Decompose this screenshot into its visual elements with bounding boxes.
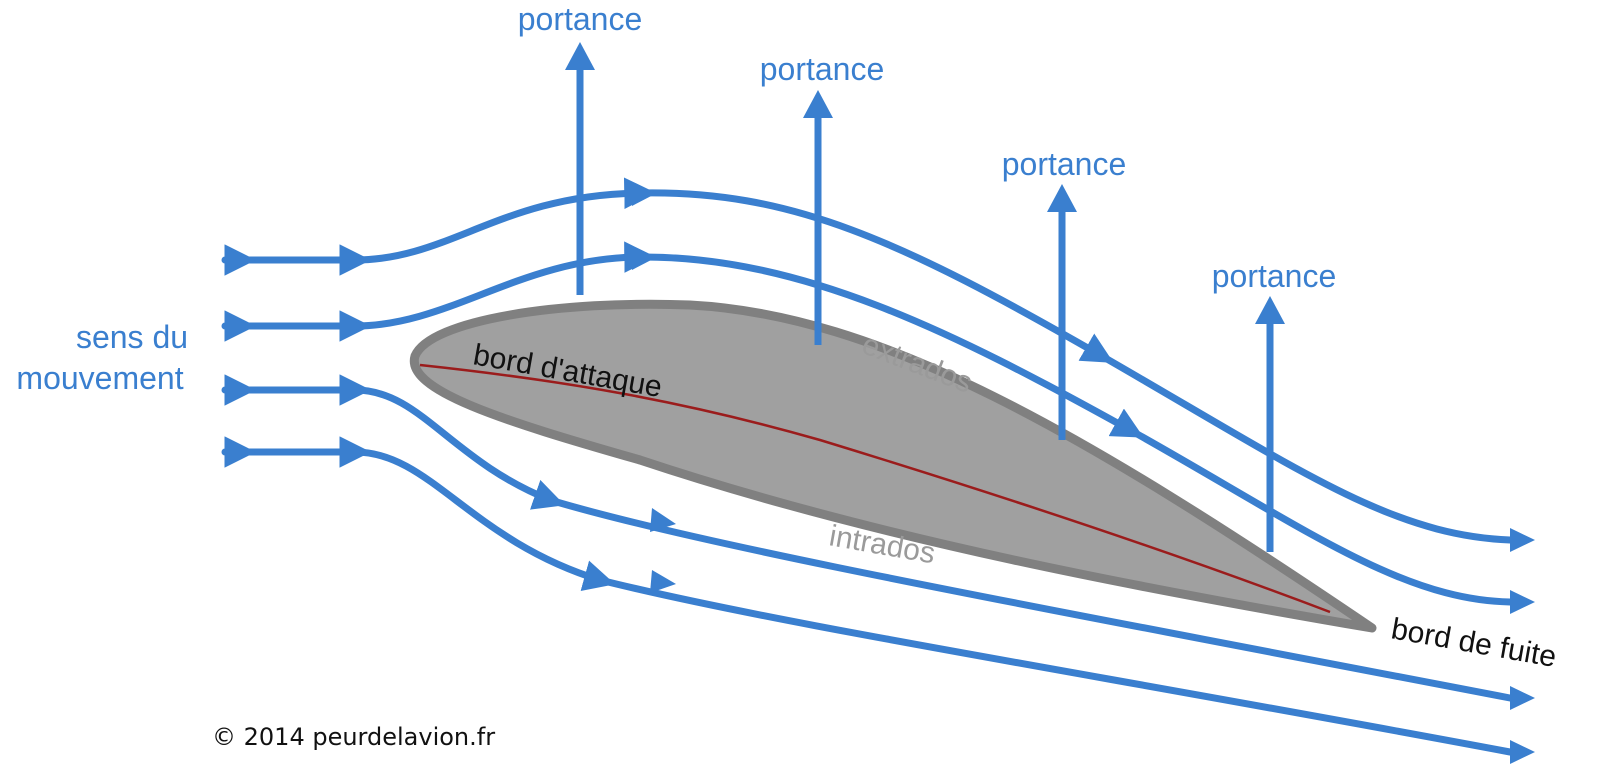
arrowhead-icon (340, 314, 363, 338)
arrow-up-icon (1047, 184, 1077, 212)
lift-label-3: portance (1002, 146, 1127, 182)
arrowhead-icon (340, 440, 363, 464)
copyright: © 2014 peurdelavion.fr (212, 723, 495, 751)
arrowhead-icon (1510, 740, 1535, 764)
arrowhead-icon (225, 314, 248, 338)
arrowhead-icon (650, 570, 676, 593)
arrowhead-icon (1510, 528, 1535, 552)
lift-label-1: portance (518, 1, 643, 37)
lift-arrows (565, 42, 1285, 552)
arrowhead-icon (650, 508, 676, 532)
arrow-up-icon (803, 90, 833, 118)
arrowhead-icon (225, 248, 248, 272)
arrowhead-icon (340, 378, 363, 402)
arrowhead-icon (632, 246, 655, 270)
motion-label-line-2: mouvement (16, 360, 183, 396)
lift-arrow-1 (565, 42, 595, 295)
lift-label-2: portance (760, 51, 885, 87)
arrowhead-icon (1510, 686, 1535, 710)
flow-arrowheads (225, 182, 1535, 764)
lift-arrow-2 (803, 90, 833, 345)
lift-arrow-3 (1047, 184, 1077, 440)
arrowhead-icon (340, 248, 363, 272)
arrowhead-icon (225, 440, 248, 464)
arrow-up-icon (565, 42, 595, 70)
motion-label-line-1: sens du (76, 319, 188, 355)
arrowhead-icon (1510, 590, 1535, 614)
arrowhead-icon (632, 182, 655, 206)
trailing-edge-label: bord de fuite (1389, 612, 1559, 673)
lift-label-4: portance (1212, 258, 1337, 294)
lift-arrow-4 (1255, 296, 1285, 552)
arrowhead-icon (225, 378, 248, 402)
arrow-up-icon (1255, 296, 1285, 324)
